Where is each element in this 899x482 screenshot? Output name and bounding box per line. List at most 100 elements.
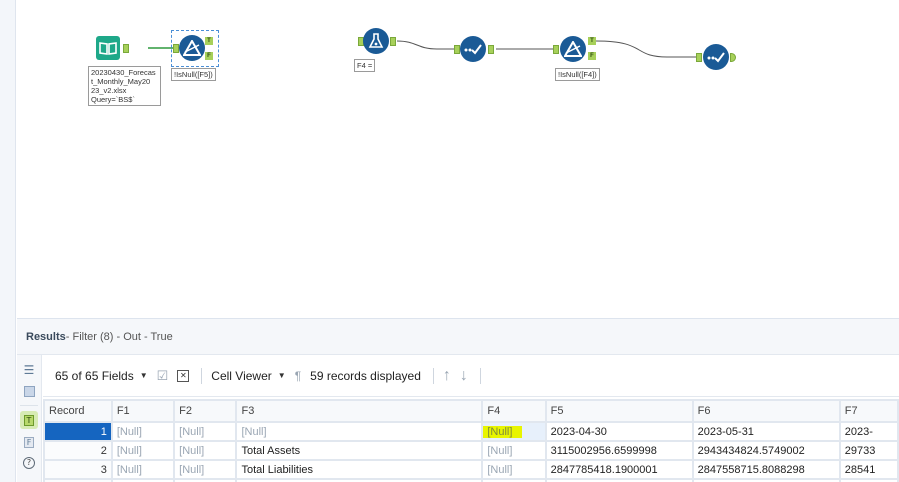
- filter-tool-1[interactable]: [179, 35, 205, 61]
- false-anchor[interactable]: F: [205, 52, 213, 60]
- cell[interactable]: 2943434824.5749002: [691, 440, 841, 461]
- cell[interactable]: [Null]: [173, 421, 238, 442]
- cell[interactable]: [Null]: [110, 421, 176, 442]
- output-anchor[interactable]: [488, 45, 494, 54]
- pilcrow-icon: ¶: [294, 368, 302, 383]
- cell[interactable]: Total Liabilities: [235, 459, 484, 480]
- panel-icon[interactable]: [22, 384, 36, 398]
- list-icon[interactable]: ☰: [23, 363, 35, 377]
- cell[interactable]: 95876109.766066104: [691, 478, 841, 482]
- cell[interactable]: 267217538.46999699: [544, 478, 694, 482]
- formula-tool[interactable]: [363, 28, 389, 54]
- cell[interactable]: [Null]: [110, 478, 176, 482]
- highlighter-mark: [Null]: [483, 425, 523, 438]
- record-cell[interactable]: 3: [43, 459, 113, 480]
- true-anchor-icon[interactable]: T: [20, 411, 38, 429]
- column-header[interactable]: F2: [173, 399, 238, 423]
- input-anchor[interactable]: [696, 53, 702, 62]
- deselect-all-button[interactable]: ✕: [177, 369, 190, 382]
- results-subtitle: - Filter (8) - Out - True: [65, 330, 173, 343]
- formula-annotation: F4 =: [354, 59, 376, 72]
- scroll-down-button[interactable]: ↓: [460, 367, 468, 385]
- cell[interactable]: [Null]: [110, 440, 176, 461]
- table-row[interactable]: 3 [Null] [Null] Total Liabilities [Null]…: [43, 459, 899, 480]
- cell[interactable]: [Null]: [173, 440, 238, 461]
- cell[interactable]: [Null]: [235, 421, 484, 442]
- cell[interactable]: [Null]: [481, 478, 547, 482]
- output-anchor[interactable]: [123, 44, 129, 53]
- separator: [479, 367, 481, 384]
- true-anchor[interactable]: T: [588, 37, 596, 45]
- cell[interactable]: 29733: [838, 440, 899, 461]
- checkbox-icon: ☑: [156, 367, 169, 383]
- input-anchor[interactable]: [553, 45, 559, 54]
- fields-dropdown[interactable]: 65 of 65 Fields ▼: [55, 369, 148, 383]
- connection-wires: [148, 40, 697, 58]
- select-tool-2[interactable]: [703, 44, 729, 70]
- results-panel: Results - Filter (8) - Out - True ☰ T F …: [17, 318, 899, 482]
- cell[interactable]: 2847558715.8088298: [691, 459, 841, 480]
- cell-viewer-dropdown[interactable]: Cell Viewer ▼: [211, 369, 285, 383]
- output-anchor[interactable]: [730, 53, 736, 62]
- results-header: Results - Filter (8) - Out - True: [17, 319, 899, 355]
- cell[interactable]: 11921: [838, 478, 899, 482]
- input-anchor[interactable]: [454, 45, 460, 54]
- column-header[interactable]: Record: [43, 399, 113, 423]
- cell[interactable]: [Null]: [173, 459, 238, 480]
- cell[interactable]: 2847785418.1900001: [544, 459, 694, 480]
- table-row[interactable]: 1 [Null] [Null] [Null] [Null] 2023-04-30…: [43, 421, 899, 442]
- false-anchor-icon[interactable]: F: [22, 435, 36, 449]
- cell[interactable]: [Null]: [110, 459, 176, 480]
- filter2-annotation: !IsNull([F4]): [555, 68, 600, 81]
- results-grid[interactable]: Record F1 F2 F3 F4 F5 F6 F7 1 [Null] [Nu: [43, 399, 899, 482]
- record-cell[interactable]: 2: [43, 440, 113, 461]
- output-anchor[interactable]: [390, 37, 396, 46]
- filter-tool-2[interactable]: [560, 36, 586, 62]
- arrow-up-icon: ↑: [442, 366, 451, 384]
- table-row[interactable]: 4 [Null] [Null] Total Equity [Null] 2672…: [43, 478, 899, 482]
- cell[interactable]: [Null]: [173, 478, 238, 482]
- pilcrow-toggle[interactable]: ¶: [295, 369, 301, 383]
- workflow-canvas[interactable]: 20230430_Forecas t_Monthly_May20 23_v2.x…: [17, 0, 899, 318]
- cell-viewer-label: Cell Viewer: [211, 368, 272, 383]
- filter-icon: [179, 35, 205, 61]
- arrow-down-icon: ↓: [459, 366, 468, 384]
- flask-icon: [363, 28, 389, 54]
- column-header[interactable]: F4: [481, 399, 547, 423]
- record-cell[interactable]: 1: [43, 421, 113, 442]
- left-rail: [0, 0, 16, 482]
- help-icon[interactable]: ?: [22, 456, 36, 470]
- column-header[interactable]: F3: [235, 399, 484, 423]
- cell[interactable]: [Null]: [481, 459, 547, 480]
- false-anchor[interactable]: F: [588, 52, 596, 60]
- cell[interactable]: 2023-05-31: [691, 421, 841, 442]
- cell[interactable]: 28541: [838, 459, 899, 480]
- table-row[interactable]: 2 [Null] [Null] Total Assets [Null] 3115…: [43, 440, 899, 461]
- cell[interactable]: [Null]: [481, 440, 547, 461]
- input-anchor[interactable]: [173, 44, 179, 53]
- record-cell[interactable]: 4: [43, 478, 113, 482]
- input-annotation: 20230430_Forecas t_Monthly_May20 23_v2.x…: [88, 66, 161, 106]
- select-all-button[interactable]: ☑: [157, 368, 169, 384]
- column-header[interactable]: F6: [691, 399, 841, 423]
- book-icon: [99, 42, 117, 55]
- divider: [20, 405, 38, 406]
- cell[interactable]: Total Equity: [235, 478, 484, 482]
- results-toolbar: 65 of 65 Fields ▼ ☑ ✕ Cell Viewer ▼ ¶ 59…: [43, 355, 899, 397]
- results-table: Record F1 F2 F3 F4 F5 F6 F7 1 [Null] [Nu: [43, 399, 899, 482]
- input-data-tool[interactable]: [96, 36, 120, 60]
- column-header[interactable]: F5: [544, 399, 694, 423]
- scroll-up-button[interactable]: ↑: [443, 367, 451, 385]
- cell[interactable]: Total Assets: [235, 440, 484, 461]
- select-check-icon: [460, 36, 486, 62]
- cell[interactable]: 3115002956.6599998: [544, 440, 694, 461]
- cell[interactable]: 2023-: [838, 421, 899, 442]
- filter-icon: [560, 36, 586, 62]
- column-header[interactable]: F1: [110, 399, 176, 423]
- selected-cell[interactable]: [Null]: [481, 421, 547, 442]
- header-row: Record F1 F2 F3 F4 F5 F6 F7: [43, 399, 899, 423]
- cell[interactable]: 2023-04-30: [544, 421, 694, 442]
- column-header[interactable]: F7: [838, 399, 899, 423]
- select-tool-1[interactable]: [460, 36, 486, 62]
- true-anchor[interactable]: T: [205, 37, 213, 45]
